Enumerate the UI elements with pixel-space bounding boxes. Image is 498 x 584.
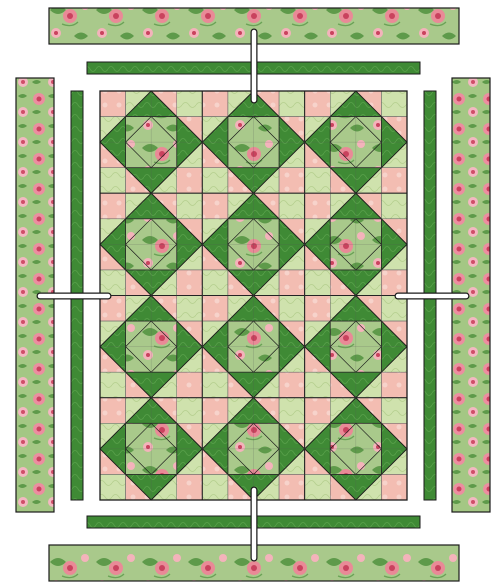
block-square bbox=[100, 91, 126, 117]
block-square bbox=[305, 372, 331, 398]
block-square bbox=[381, 372, 407, 398]
block-square bbox=[381, 398, 407, 424]
block-square bbox=[305, 474, 331, 500]
block-square bbox=[279, 372, 305, 398]
block-square bbox=[381, 91, 407, 117]
block-square bbox=[305, 296, 331, 322]
block-square bbox=[381, 474, 407, 500]
block-square bbox=[202, 296, 228, 322]
block-square bbox=[381, 168, 407, 194]
block-square bbox=[100, 168, 126, 194]
block-square bbox=[202, 474, 228, 500]
block-square bbox=[177, 168, 203, 194]
block-square bbox=[202, 270, 228, 296]
block-square bbox=[381, 193, 407, 219]
block-square bbox=[100, 474, 126, 500]
block-square bbox=[100, 270, 126, 296]
block-square bbox=[305, 193, 331, 219]
block-square bbox=[279, 193, 305, 219]
block-square bbox=[279, 270, 305, 296]
block-square bbox=[279, 168, 305, 194]
block-square bbox=[177, 372, 203, 398]
block-square bbox=[177, 296, 203, 322]
block-square bbox=[279, 91, 305, 117]
block-square bbox=[202, 168, 228, 194]
block-square bbox=[177, 193, 203, 219]
block-square bbox=[202, 398, 228, 424]
block-square bbox=[305, 270, 331, 296]
block-square bbox=[279, 398, 305, 424]
block-square bbox=[305, 168, 331, 194]
block-square bbox=[100, 398, 126, 424]
block-square bbox=[202, 372, 228, 398]
block-square bbox=[100, 193, 126, 219]
block-square bbox=[177, 91, 203, 117]
block-square bbox=[279, 296, 305, 322]
block-square bbox=[381, 270, 407, 296]
block-square bbox=[177, 474, 203, 500]
block-square bbox=[177, 270, 203, 296]
block-square bbox=[305, 398, 331, 424]
block-square bbox=[279, 474, 305, 500]
block-square bbox=[305, 91, 331, 117]
block-square bbox=[177, 398, 203, 424]
block-square bbox=[100, 372, 126, 398]
block-square bbox=[202, 91, 228, 117]
block-square bbox=[202, 193, 228, 219]
